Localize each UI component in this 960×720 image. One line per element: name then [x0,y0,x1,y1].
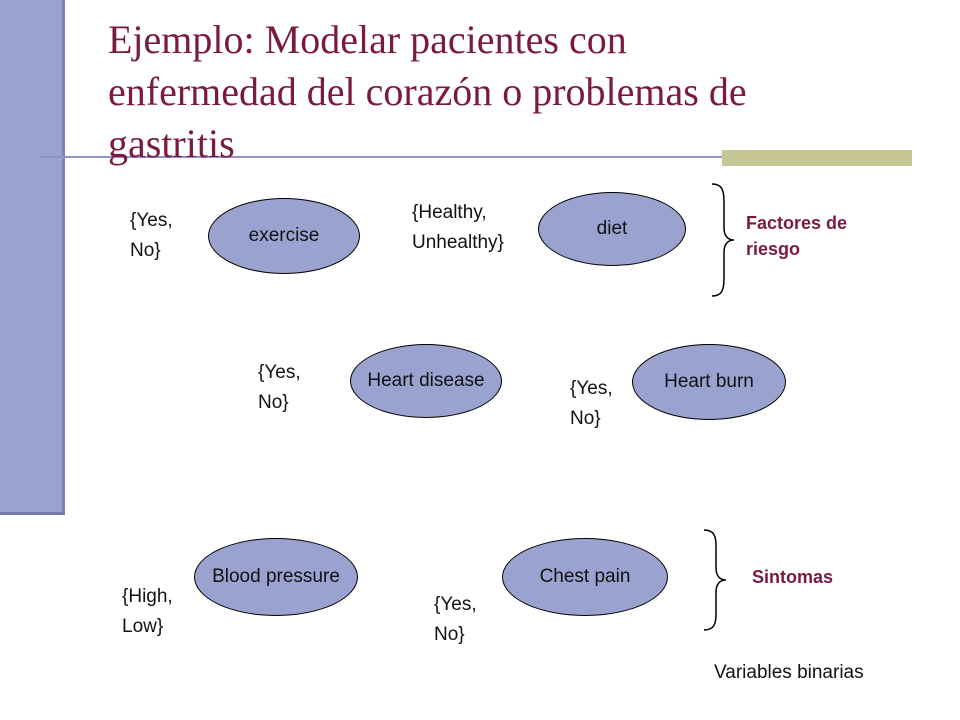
heart-burn-values: {Yes, No} [570,374,613,434]
title-line-2: enfermedad del corazón o problemas de [108,69,747,114]
diet-value-1: {Healthy, [412,202,487,223]
blood-pressure-values: {High, Low} [122,582,173,642]
node-heart-disease[interactable]: Heart disease [350,344,502,418]
diet-value-2: Unhealthy} [412,232,504,253]
heart-disease-values: {Yes, No} [258,358,301,418]
node-heart-burn-label: Heart burn [664,371,754,392]
node-chest-pain-label: Chest pain [539,566,631,587]
symptoms-brace [703,529,727,631]
left-accent-bar [0,0,65,515]
risk-factors-brace [711,183,735,297]
node-blood-pressure[interactable]: Blood pressure [194,538,358,616]
heart-disease-value-2: No} [258,392,289,413]
symptoms-label: Sintomas [752,564,833,590]
exercise-value-2: No} [130,240,161,261]
risk-factors-label-line-1: Factores de [746,213,848,233]
node-heart-burn[interactable]: Heart burn [632,344,786,420]
node-heart-disease-label: Heart disease [367,370,485,391]
node-exercise-label: exercise [248,225,320,246]
chest-pain-values: {Yes, No} [434,590,477,650]
symptoms-label-line-1: Sintomas [752,567,834,587]
heart-burn-value-2: No} [570,408,601,429]
heart-disease-value-1: {Yes, [258,362,301,383]
chest-pain-value-2: No} [434,624,465,645]
exercise-value-1: {Yes, [130,210,173,231]
risk-factors-label-line-2: riesgo [746,239,801,259]
risk-factors-label: Factores de riesgo [746,210,847,262]
title-divider [40,156,912,158]
node-diet-label: diet [596,218,628,239]
node-exercise[interactable]: exercise [208,198,360,274]
title-line-1: Ejemplo: Modelar pacientes con [108,17,627,62]
slide-title: Ejemplo: Modelar pacientes con enfermeda… [108,14,908,170]
heart-burn-value-1: {Yes, [570,378,613,399]
exercise-values: {Yes, No} [130,206,173,266]
node-blood-pressure-label: Blood pressure [212,566,340,587]
blood-pressure-value-2: Low} [122,616,164,637]
node-diet[interactable]: diet [538,192,686,266]
blood-pressure-value-1: {High, [122,586,173,607]
diet-values: {Healthy, Unhealthy} [412,198,504,258]
chest-pain-value-1: {Yes, [434,594,477,615]
title-accent-bar [722,150,912,166]
node-chest-pain[interactable]: Chest pain [502,538,668,616]
title-line-3: gastritis [108,121,235,166]
footnote: Variables binarias [714,662,864,683]
